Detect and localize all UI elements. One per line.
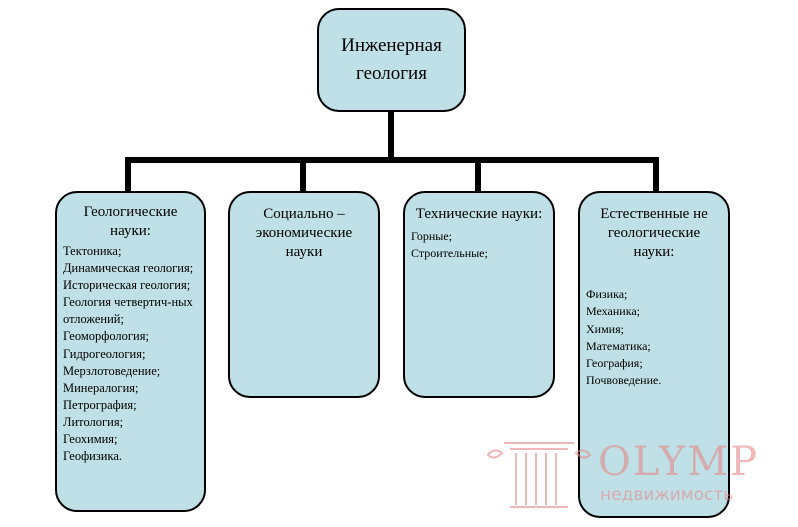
column-logo-icon xyxy=(486,442,592,508)
list-item: Минералогия; xyxy=(63,380,139,395)
branch-item-list: Физика; Механика; Химия; Математика; Гео… xyxy=(586,286,722,390)
branch-title: Социально – экономические науки xyxy=(255,206,353,260)
list-item: Историческая геология; xyxy=(63,278,191,293)
list-item: Химия; xyxy=(586,321,624,336)
branch-socio-economic-sciences: Социально – экономические науки xyxy=(228,191,380,398)
watermark-tagline: недвижимость xyxy=(600,485,734,505)
branch-technical-sciences: Технические науки: Горные; Строительные; xyxy=(403,191,555,398)
branch-title: Геологические науки: xyxy=(83,204,178,239)
list-item: Почвоведение. xyxy=(586,373,662,388)
list-item: Тектоника; xyxy=(63,244,122,258)
root-node: Инженерная геология xyxy=(317,8,466,112)
watermark-brand: OLYMP xyxy=(598,439,760,485)
branch-title: Естественные не геологические науки: xyxy=(600,206,708,260)
list-item: Геохимия; xyxy=(63,432,118,447)
list-item: Гидрогеология; xyxy=(63,346,146,361)
branch-natural-non-geological-sciences: Естественные не геологические науки: Физ… xyxy=(578,191,730,518)
list-item: Литология; xyxy=(63,414,124,429)
list-item: Петрография; xyxy=(63,397,137,412)
branch-item-list: Тектоника; Динамическая геология; Истори… xyxy=(63,243,198,465)
list-item: Геофизика. xyxy=(63,449,123,464)
list-item: Горные; xyxy=(411,229,453,243)
list-item: Строительные; xyxy=(411,246,488,260)
list-item: Геология четвертич-ных отложений; xyxy=(63,295,193,327)
list-item: Физика; xyxy=(586,287,628,301)
olymp-watermark: OLYMP недвижимость xyxy=(480,435,790,515)
branch-geological-sciences: Геологические науки: Тектоника; Динамиче… xyxy=(55,191,206,512)
list-item: Динамическая геология; xyxy=(63,261,194,276)
branch-item-list: Горные; Строительные; xyxy=(411,228,547,262)
root-title: Инженерная геология xyxy=(341,35,442,84)
list-item: Геоморфология; xyxy=(63,329,149,344)
list-item: Мерзлотоведение; xyxy=(63,363,161,378)
branch-title: Технические науки: xyxy=(415,206,543,222)
list-item: География; xyxy=(586,356,643,371)
list-item: Механика; xyxy=(586,304,640,319)
list-item: Математика; xyxy=(586,338,651,353)
